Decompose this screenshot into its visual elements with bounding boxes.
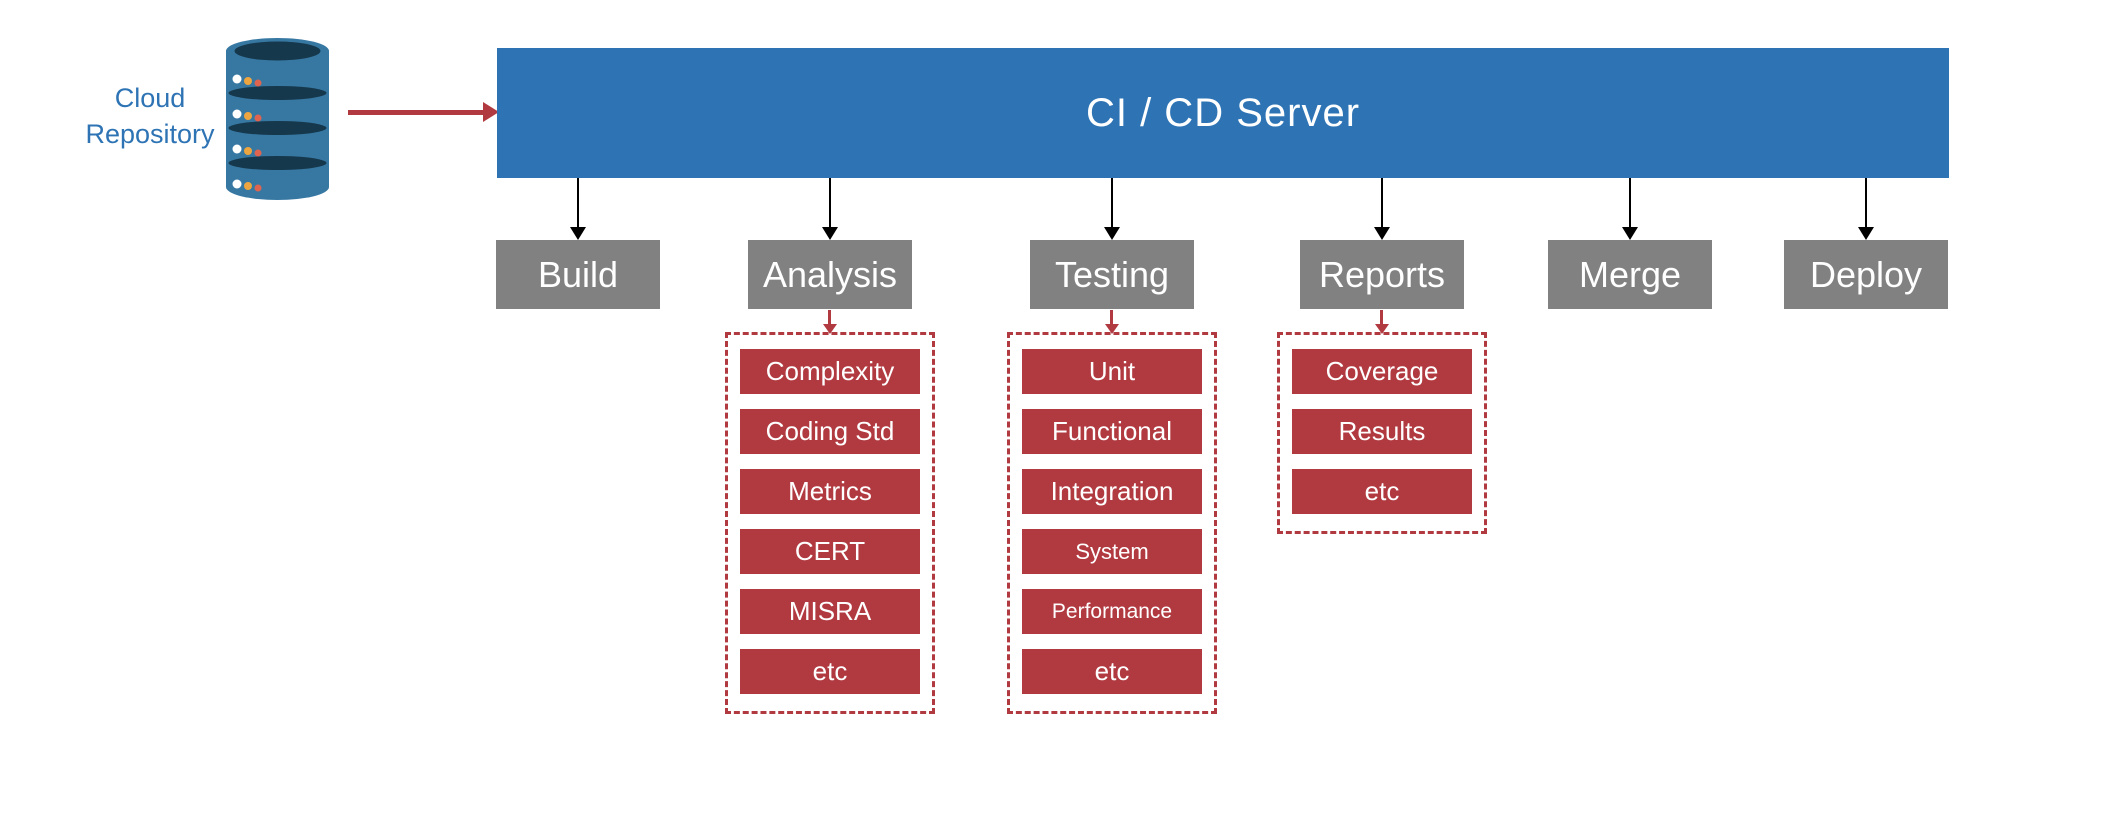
server-to-testing-arrowhead-icon (1104, 227, 1120, 240)
stage-box-reports: Reports (1300, 240, 1464, 309)
repo-to-server-arrowhead-icon (483, 102, 499, 122)
analysis-item-coding-std: Coding Std (740, 409, 920, 454)
reports-sublist-arrow (1380, 310, 1383, 324)
testing-sublist-arrowhead-icon (1105, 324, 1119, 334)
stage-box-merge: Merge (1548, 240, 1712, 309)
db-dots-row-3 (232, 144, 262, 157)
server-to-deploy-arrowhead-icon (1858, 227, 1874, 240)
analysis-item-etc: etc (740, 649, 920, 694)
repo-to-server-arrow (348, 110, 484, 115)
server-to-analysis-arrow (829, 178, 831, 227)
testing-sublist: Unit Functional Integration System Perfo… (1007, 332, 1217, 714)
testing-item-integration: Integration (1022, 469, 1202, 514)
testing-sublist-arrow (1110, 310, 1113, 324)
testing-item-system: System (1022, 529, 1202, 574)
testing-item-performance: Performance (1022, 589, 1202, 634)
server-to-build-arrowhead-icon (570, 227, 586, 240)
server-to-merge-arrowhead-icon (1622, 227, 1638, 240)
server-to-testing-arrow (1111, 178, 1113, 227)
analysis-sublist: Complexity Coding Std Metrics CERT MISRA… (725, 332, 935, 714)
testing-item-functional: Functional (1022, 409, 1202, 454)
analysis-item-complexity: Complexity (740, 349, 920, 394)
database-icon (226, 38, 329, 200)
server-to-reports-arrowhead-icon (1374, 227, 1390, 240)
server-to-merge-arrow (1629, 178, 1631, 227)
analysis-sublist-arrow (828, 310, 831, 324)
stage-box-deploy: Deploy (1784, 240, 1948, 309)
db-dots-row-4 (232, 179, 262, 192)
server-to-analysis-arrowhead-icon (822, 227, 838, 240)
reports-item-results: Results (1292, 409, 1472, 454)
server-to-reports-arrow (1381, 178, 1383, 227)
stage-box-analysis: Analysis (748, 240, 912, 309)
db-dots-row-2 (232, 109, 262, 122)
analysis-item-misra: MISRA (740, 589, 920, 634)
reports-sublist-arrowhead-icon (1375, 324, 1389, 334)
server-to-build-arrow (577, 178, 579, 227)
stage-box-build: Build (496, 240, 660, 309)
reports-item-coverage: Coverage (1292, 349, 1472, 394)
testing-item-unit: Unit (1022, 349, 1202, 394)
reports-item-etc: etc (1292, 469, 1472, 514)
reports-sublist: Coverage Results etc (1277, 332, 1487, 534)
analysis-item-metrics: Metrics (740, 469, 920, 514)
testing-item-etc: etc (1022, 649, 1202, 694)
server-to-deploy-arrow (1865, 178, 1867, 227)
cicd-server-banner: CI / CD Server (497, 48, 1949, 178)
stage-box-testing: Testing (1030, 240, 1194, 309)
cloud-repository-label: Cloud Repository (85, 83, 215, 150)
db-dots-row-1 (232, 74, 262, 87)
analysis-sublist-arrowhead-icon (823, 324, 837, 334)
analysis-item-cert: CERT (740, 529, 920, 574)
